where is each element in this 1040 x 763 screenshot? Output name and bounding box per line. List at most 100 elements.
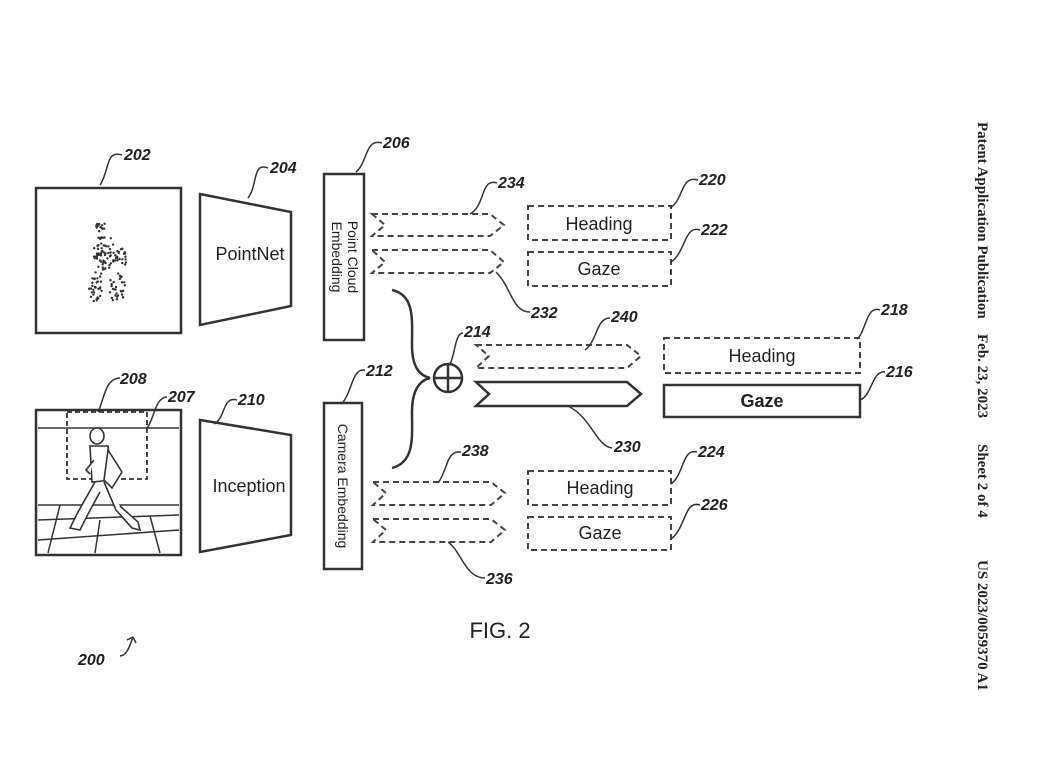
point-cloud-point: [108, 291, 112, 294]
ref-226: 226: [700, 497, 728, 514]
point-cloud-point: [100, 272, 103, 275]
point-cloud-point: [91, 277, 94, 280]
camera-image-frame: [34, 408, 183, 557]
ref-206: 206: [382, 135, 410, 152]
point-cloud-point: [96, 244, 99, 247]
point-cloud-point: [123, 251, 127, 254]
sum-operator: [432, 362, 464, 394]
point-cloud-point: [95, 223, 99, 226]
point-cloud-point: [114, 285, 118, 289]
gaze-216-label: Gaze: [740, 391, 783, 411]
ref-236: 236: [485, 571, 513, 588]
pointnet-block: [198, 192, 293, 327]
point-cloud-point: [89, 295, 93, 298]
camera-arrow-236: [370, 518, 507, 543]
point-cloud-point: [118, 257, 121, 261]
point-cloud-point: [109, 279, 112, 282]
point-cloud-point: [109, 262, 113, 265]
header-date: Feb. 23, 2023: [974, 334, 990, 418]
point-cloud-point: [95, 281, 98, 284]
ref-207: 207: [167, 389, 196, 406]
point-cloud-point: [97, 236, 100, 239]
ref-240: 240: [610, 309, 638, 326]
fusion-brace: [391, 288, 431, 470]
point-cloud-point: [99, 275, 102, 278]
point-cloud-point: [107, 245, 110, 248]
point-cloud-point: [108, 247, 112, 251]
point-cloud-point: [120, 293, 124, 296]
camera-arrow-238: [370, 481, 507, 506]
leader-lines: [97, 141, 886, 657]
point-cloud-point: [97, 265, 100, 268]
point-cloud-point: [110, 284, 113, 288]
point-cloud-point: [95, 298, 98, 301]
point-cloud-point: [95, 254, 99, 257]
point-cloud-point: [115, 292, 118, 295]
figure-label: FIG. 2: [469, 618, 530, 643]
inception-block: [198, 418, 293, 554]
point-cloud-point: [104, 267, 107, 270]
point-cloud-point: [123, 281, 126, 284]
point-cloud-point: [110, 282, 113, 286]
point-cloud-arrow-232: [369, 249, 506, 274]
ref-212: 212: [365, 363, 393, 380]
point-cloud-point: [119, 248, 123, 251]
ref-238: 238: [461, 443, 489, 460]
pointnet-label: PointNet: [215, 244, 284, 264]
point-cloud-embedding-line2: Embedding: [329, 222, 345, 293]
point-cloud-point: [116, 294, 120, 297]
camera-embedding-label: Camera Embedding: [335, 424, 351, 549]
inception-label: Inception: [212, 476, 285, 496]
point-cloud-point: [109, 237, 113, 240]
ref-216: 216: [885, 364, 913, 381]
header-sheet: Sheet 2 of 4: [974, 444, 990, 518]
heading-218-label: Heading: [728, 346, 795, 366]
ref-214: 214: [463, 324, 491, 341]
floor-line: [94, 519, 101, 554]
header-publication: Patent Application Publication: [974, 122, 990, 319]
point-cloud-point: [94, 271, 97, 274]
camera-embedding-text: Camera Embedding: [335, 424, 351, 549]
floor-line: [37, 514, 180, 521]
header-number: US 2023/0059370 A1: [974, 560, 990, 691]
point-cloud-point: [101, 227, 104, 230]
point-cloud-point: [99, 254, 103, 257]
camera-image: [34, 408, 183, 557]
point-cloud-point: [101, 268, 105, 271]
point-cloud-point: [100, 251, 103, 254]
heading-output-224: [527, 470, 672, 506]
point-cloud-point: [115, 256, 119, 260]
point-cloud-point: [121, 261, 124, 265]
point-cloud-point: [100, 224, 104, 227]
point-cloud-point: [114, 254, 117, 257]
point-cloud-point: [99, 280, 103, 283]
point-cloud-point: [107, 251, 110, 255]
fused-arrow-240: [473, 344, 643, 369]
point-cloud-point: [103, 251, 106, 254]
gaze-output-226: [527, 516, 672, 551]
heading-output-220: [527, 205, 672, 241]
point-cloud-point: [106, 257, 109, 260]
ref-230: 230: [613, 439, 641, 456]
point-cloud-point: [116, 259, 119, 262]
point-cloud-point: [100, 289, 103, 292]
heading-220-label: Heading: [565, 214, 632, 234]
point-cloud-point: [102, 227, 106, 230]
point-cloud-embedding-line1: Point Cloud: [345, 221, 361, 293]
ref-222: 222: [700, 222, 728, 239]
point-cloud-point: [119, 289, 123, 293]
point-cloud-point: [121, 258, 124, 261]
ref-204: 204: [269, 160, 297, 177]
point-cloud-point: [97, 222, 101, 226]
point-cloud-point: [92, 291, 96, 294]
floor-line: [37, 529, 180, 541]
point-cloud-point: [99, 286, 102, 289]
point-cloud-point: [89, 287, 93, 290]
point-cloud-point: [111, 243, 115, 246]
ref-220: 220: [698, 172, 726, 189]
point-cloud-point: [111, 287, 115, 291]
point-cloud-point: [103, 222, 106, 225]
fused-arrow-230: [472, 380, 643, 408]
point-cloud-point: [93, 277, 96, 280]
